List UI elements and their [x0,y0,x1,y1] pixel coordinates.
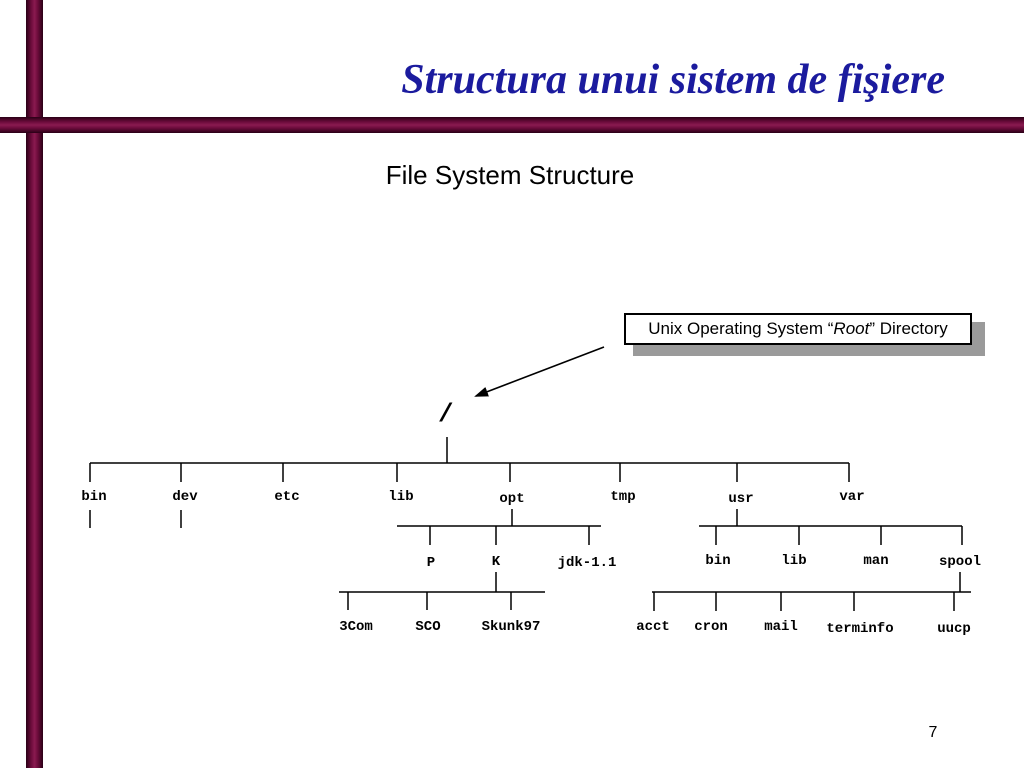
dir-spool-terminfo: terminfo [826,621,893,637]
dir-usr-bin: bin [705,553,730,569]
title-underline-bar [0,117,1024,133]
dir-etc: etc [274,489,299,505]
dir-k-3com: 3Com [339,619,373,635]
dir-opt-k: K [492,554,501,570]
dir-k-sco: SCO [415,619,440,635]
dir-dev: dev [172,489,198,505]
dir-opt: opt [499,491,524,507]
dir-tmp: tmp [610,489,635,505]
callout-emphasis: Root [833,319,870,338]
dir-spool-uucp: uucp [937,621,971,637]
tree-connectors [89,437,971,611]
dir-usr-lib: lib [781,553,806,569]
page-number: 7 [928,724,938,741]
dir-opt-p: P [427,555,435,571]
callout-arrow [474,346,605,397]
dir-k-skunk97: Skunk97 [482,619,541,635]
dir-spool-mail: mail [764,619,798,635]
dir-var: var [839,489,864,505]
slide-subtitle: File System Structure [385,160,635,190]
dir-usr: usr [728,491,753,507]
dir-usr-man: man [863,553,888,569]
dir-lib: lib [388,489,413,505]
dir-spool-cron: cron [694,619,728,635]
slide-title: Structura unui sistem de fişiere [401,57,945,103]
callout-prefix: Unix Operating System “ [648,319,834,338]
left-decorative-bar [26,0,43,768]
root-callout-box: Unix Operating System “Root” Directory [624,313,972,345]
dir-opt-jdk: jdk-1.1 [558,555,617,571]
dir-usr-spool: spool [939,554,981,570]
dir-spool-acct: acct [636,619,670,635]
dir-bin: bin [81,489,106,505]
root-node: / [438,399,454,429]
callout-suffix: ” Directory [869,319,948,338]
